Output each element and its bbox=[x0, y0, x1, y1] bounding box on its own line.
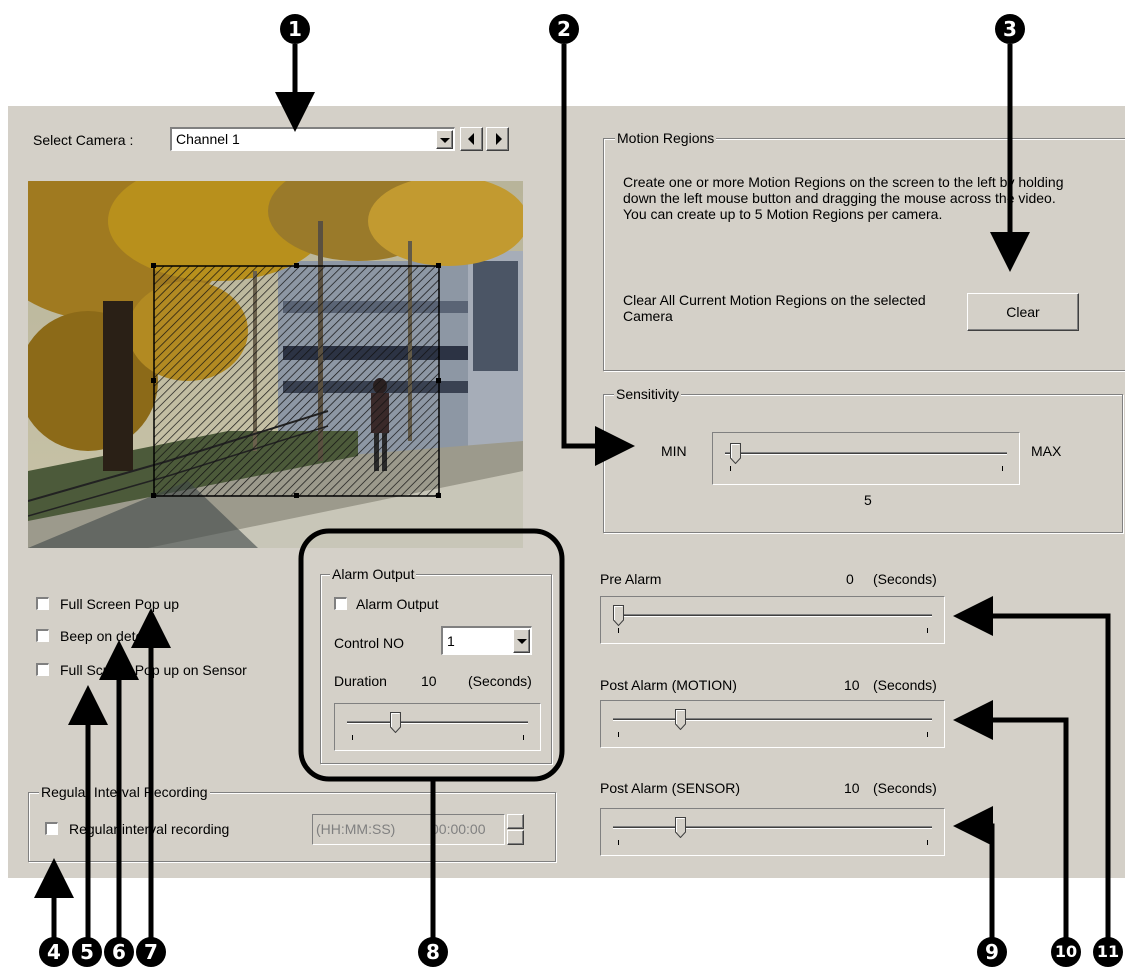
sensitivity-min-label: MIN bbox=[661, 443, 687, 459]
callout-8: 8 bbox=[418, 937, 448, 967]
beep-on-detect-checkbox[interactable] bbox=[36, 629, 49, 642]
regular-interval-checkbox[interactable] bbox=[45, 822, 58, 835]
callout-5: 5 bbox=[72, 937, 102, 967]
callout-4: 4 bbox=[39, 937, 69, 967]
motion-region[interactable] bbox=[153, 265, 440, 497]
camera-select-value: Channel 1 bbox=[176, 131, 240, 147]
slider-thumb[interactable] bbox=[674, 709, 686, 730]
post-alarm-sensor-label: Post Alarm (SENSOR) bbox=[600, 780, 741, 796]
slider-tick bbox=[927, 732, 928, 737]
slider-track bbox=[613, 718, 932, 721]
sensitivity-value: 5 bbox=[864, 492, 872, 508]
motion-regions-group bbox=[603, 138, 1125, 371]
interval-time-value: 00:00:00 bbox=[431, 821, 486, 837]
post-alarm-sensor-slider[interactable] bbox=[600, 808, 945, 856]
slider-track bbox=[613, 826, 932, 829]
arrow-right-icon bbox=[495, 133, 502, 145]
control-no-select[interactable]: 1 bbox=[441, 626, 532, 655]
pre-alarm-unit: (Seconds) bbox=[873, 571, 937, 587]
slider-tick bbox=[927, 840, 928, 845]
previous-camera-button[interactable] bbox=[460, 127, 483, 151]
callout-3: 3 bbox=[995, 14, 1025, 44]
pre-alarm-label: Pre Alarm bbox=[600, 571, 662, 587]
chevron-down-icon[interactable] bbox=[436, 130, 453, 149]
spin-up-icon[interactable] bbox=[507, 814, 524, 829]
clear-button[interactable]: Clear bbox=[967, 293, 1079, 331]
post-alarm-sensor-value: 10 bbox=[844, 780, 860, 796]
callout-1: 1 bbox=[280, 14, 310, 44]
slider-tick bbox=[927, 628, 928, 633]
slider-tick bbox=[618, 840, 619, 845]
duration-value: 10 bbox=[421, 673, 437, 689]
regular-interval-group bbox=[28, 792, 556, 862]
slider-thumb[interactable] bbox=[730, 443, 742, 464]
interval-time-format: (HH:MM:SS) bbox=[316, 821, 396, 837]
duration-unit: (Seconds) bbox=[468, 673, 532, 689]
full-screen-popup-sensor-checkbox[interactable] bbox=[36, 663, 49, 676]
callout-7: 7 bbox=[136, 937, 166, 967]
interval-time-spinner[interactable] bbox=[507, 814, 524, 845]
spin-down-icon[interactable] bbox=[507, 830, 524, 845]
motion-regions-instructions: Create one or more Motion Regions on the… bbox=[623, 174, 1064, 222]
alarm-output-checkbox-label: Alarm Output bbox=[356, 596, 439, 612]
sensitivity-legend: Sensitivity bbox=[614, 386, 682, 402]
slider-thumb[interactable] bbox=[674, 817, 686, 838]
post-alarm-motion-slider[interactable] bbox=[600, 700, 945, 748]
callout-9: 9 bbox=[977, 937, 1007, 967]
motion-regions-legend: Motion Regions bbox=[615, 130, 717, 146]
camera-image bbox=[28, 181, 523, 548]
video-preview[interactable] bbox=[28, 181, 523, 548]
slider-thumb[interactable] bbox=[389, 712, 401, 733]
chevron-down-icon[interactable] bbox=[513, 629, 530, 653]
camera-select[interactable]: Channel 1 bbox=[170, 127, 455, 151]
callout-10: 10 bbox=[1051, 937, 1081, 967]
arrow-left-icon bbox=[467, 133, 474, 145]
next-camera-button[interactable] bbox=[486, 127, 509, 151]
alarm-output-group bbox=[320, 574, 552, 764]
duration-slider[interactable] bbox=[334, 703, 541, 751]
alarm-output-legend: Alarm Output bbox=[330, 566, 417, 582]
regular-interval-legend: Regular Interval Recording bbox=[39, 784, 210, 800]
control-no-label: Control NO bbox=[334, 635, 405, 651]
duration-label: Duration bbox=[334, 673, 387, 689]
clear-regions-text: Clear All Current Motion Regions on the … bbox=[623, 292, 926, 324]
pre-alarm-value: 0 bbox=[846, 571, 854, 587]
post-alarm-sensor-unit: (Seconds) bbox=[873, 780, 937, 796]
alarm-output-checkbox[interactable] bbox=[334, 597, 347, 610]
slider-track bbox=[347, 721, 528, 724]
clear-button-label: Clear bbox=[1006, 304, 1040, 320]
full-screen-popup-checkbox[interactable] bbox=[36, 597, 49, 610]
sensitivity-slider[interactable] bbox=[712, 432, 1020, 485]
slider-thumb[interactable] bbox=[613, 605, 624, 626]
callout-11: 11 bbox=[1093, 937, 1123, 967]
post-alarm-motion-label: Post Alarm (MOTION) bbox=[600, 677, 737, 693]
pre-alarm-slider[interactable] bbox=[600, 596, 945, 644]
slider-tick bbox=[1002, 466, 1003, 471]
slider-track bbox=[725, 452, 1007, 455]
slider-tick bbox=[618, 628, 619, 633]
control-no-value: 1 bbox=[447, 633, 455, 649]
post-alarm-motion-value: 10 bbox=[844, 677, 860, 693]
slider-tick bbox=[618, 732, 619, 737]
interval-time-field[interactable]: (HH:MM:SS) 00:00:00 bbox=[312, 814, 505, 845]
callout-6: 6 bbox=[104, 937, 134, 967]
slider-track bbox=[613, 614, 932, 617]
slider-tick bbox=[523, 735, 524, 740]
post-alarm-motion-unit: (Seconds) bbox=[873, 677, 937, 693]
sensitivity-max-label: MAX bbox=[1031, 443, 1062, 459]
select-camera-label: Select Camera : bbox=[33, 132, 134, 148]
callout-2: 2 bbox=[549, 14, 579, 44]
slider-tick bbox=[352, 735, 353, 740]
slider-tick bbox=[730, 466, 731, 471]
